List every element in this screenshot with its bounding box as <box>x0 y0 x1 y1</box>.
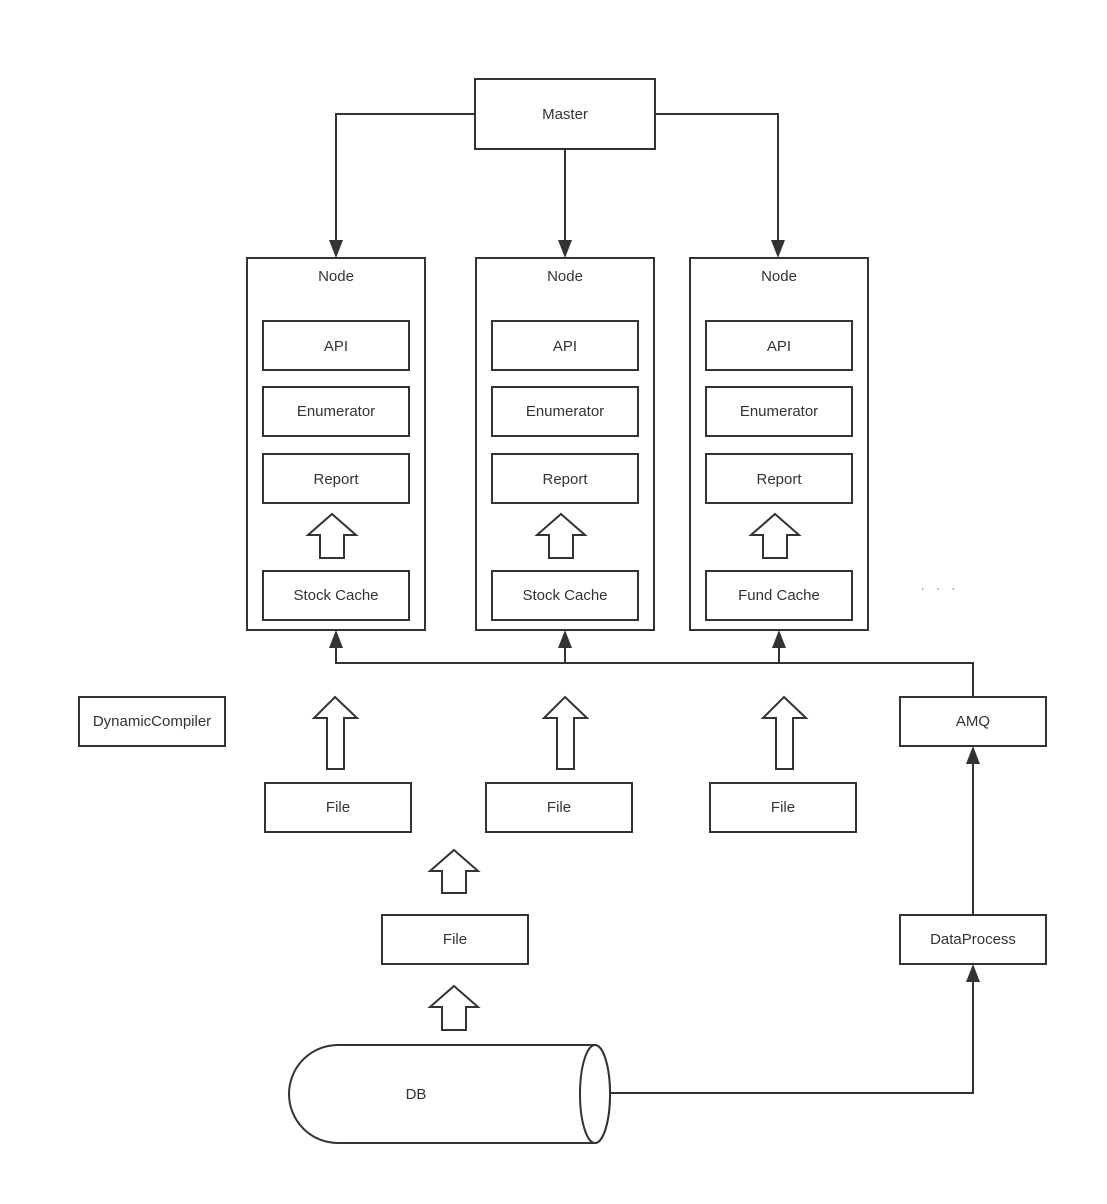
data-process-to-amq-arrowhead <box>966 746 980 764</box>
node-1-cache-box <box>262 570 410 621</box>
file-2-to-node-2-arrow-icon <box>541 695 590 770</box>
node-1-title: Node <box>318 268 354 285</box>
node-3-cache-label: Fund Cache <box>738 587 820 604</box>
node-3-cache-to-report-arrow-icon <box>748 512 802 559</box>
amq-to-node-3-arrowhead <box>772 630 786 648</box>
node-3-report-label: Report <box>756 471 802 488</box>
master-to-node-2-arrowhead <box>558 240 572 258</box>
node-3-report-box <box>705 453 853 504</box>
file-1-to-node-1-arrow-icon <box>311 695 360 770</box>
node-2-cache-label: Stock Cache <box>522 587 607 604</box>
db-cylinder: DB <box>288 1044 611 1144</box>
db-cylinder-end <box>579 1044 611 1144</box>
file-2-label: File <box>547 799 571 816</box>
db-label: DB <box>406 1086 427 1103</box>
node-1-cache-to-report-arrow-icon <box>305 512 359 559</box>
master-to-node-3-connector <box>655 113 779 248</box>
amq-box: AMQ <box>899 696 1047 747</box>
master-to-nodes-connectors <box>329 113 785 258</box>
amq-bus-connectors <box>329 630 974 696</box>
amq-to-node-1-arrowhead <box>329 630 343 648</box>
node-1-report-box <box>262 453 410 504</box>
node-3: Node API Enumerator Report Fund Cache <box>689 257 869 631</box>
node-2-enumerator-box <box>491 386 639 437</box>
file-1-label: File <box>326 799 350 816</box>
node-1-api-label: API <box>324 338 348 355</box>
dynamic-compiler-box: DynamicCompiler <box>78 696 226 747</box>
data-process-label: DataProcess <box>930 931 1016 948</box>
source-file-box: File <box>381 914 529 965</box>
file-box-1: File <box>264 782 412 833</box>
node-2-cache-to-report-arrow-icon <box>534 512 588 559</box>
node-2-report-label: Report <box>542 471 588 488</box>
master-to-node-1-connector <box>335 113 475 248</box>
node-1-api-box <box>262 320 410 371</box>
node-2-api-box <box>491 320 639 371</box>
node-1: Node API Enumerator Report Stock Cache <box>246 257 426 631</box>
source-file-label: File <box>443 931 467 948</box>
node-2-enumerator-label: Enumerator <box>526 403 604 420</box>
node-2-api-label: API <box>553 338 577 355</box>
db-to-source-file-arrow-icon <box>427 984 481 1031</box>
master-to-node-1-arrowhead <box>329 240 343 258</box>
data-process-box: DataProcess <box>899 914 1047 965</box>
node-2-report-box <box>491 453 639 504</box>
file-3-label: File <box>771 799 795 816</box>
amq-label: AMQ <box>956 713 990 730</box>
more-nodes-indicator: · · · <box>921 581 960 595</box>
dynamic-compiler-label: DynamicCompiler <box>93 713 211 730</box>
source-file-to-files-arrow-icon <box>427 848 481 894</box>
master-to-node-3-arrowhead <box>771 240 785 258</box>
node-3-title: Node <box>761 268 797 285</box>
master-box: Master <box>474 78 656 150</box>
node-3-cache-box <box>705 570 853 621</box>
node-3-api-label: API <box>767 338 791 355</box>
file-box-3: File <box>709 782 857 833</box>
file-3-to-node-3-arrow-icon <box>760 695 809 770</box>
node-3-api-box <box>705 320 853 371</box>
node-1-report-label: Report <box>313 471 359 488</box>
amq-to-node-2-arrowhead <box>558 630 572 648</box>
db-cylinder-body <box>288 1044 611 1144</box>
db-to-data-process-connector <box>610 980 974 1094</box>
node-1-cache-label: Stock Cache <box>293 587 378 604</box>
node-2-title: Node <box>547 268 583 285</box>
file-box-2: File <box>485 782 633 833</box>
master-label: Master <box>542 106 588 123</box>
node-1-enumerator-label: Enumerator <box>297 403 375 420</box>
db-to-data-process-arrowhead <box>966 964 980 982</box>
node-3-enumerator-label: Enumerator <box>740 403 818 420</box>
node-2-cache-box <box>491 570 639 621</box>
amq-bus-line <box>335 642 974 696</box>
node-1-enumerator-box <box>262 386 410 437</box>
node-3-enumerator-box <box>705 386 853 437</box>
node-2: Node API Enumerator Report Stock Cache <box>475 257 655 631</box>
